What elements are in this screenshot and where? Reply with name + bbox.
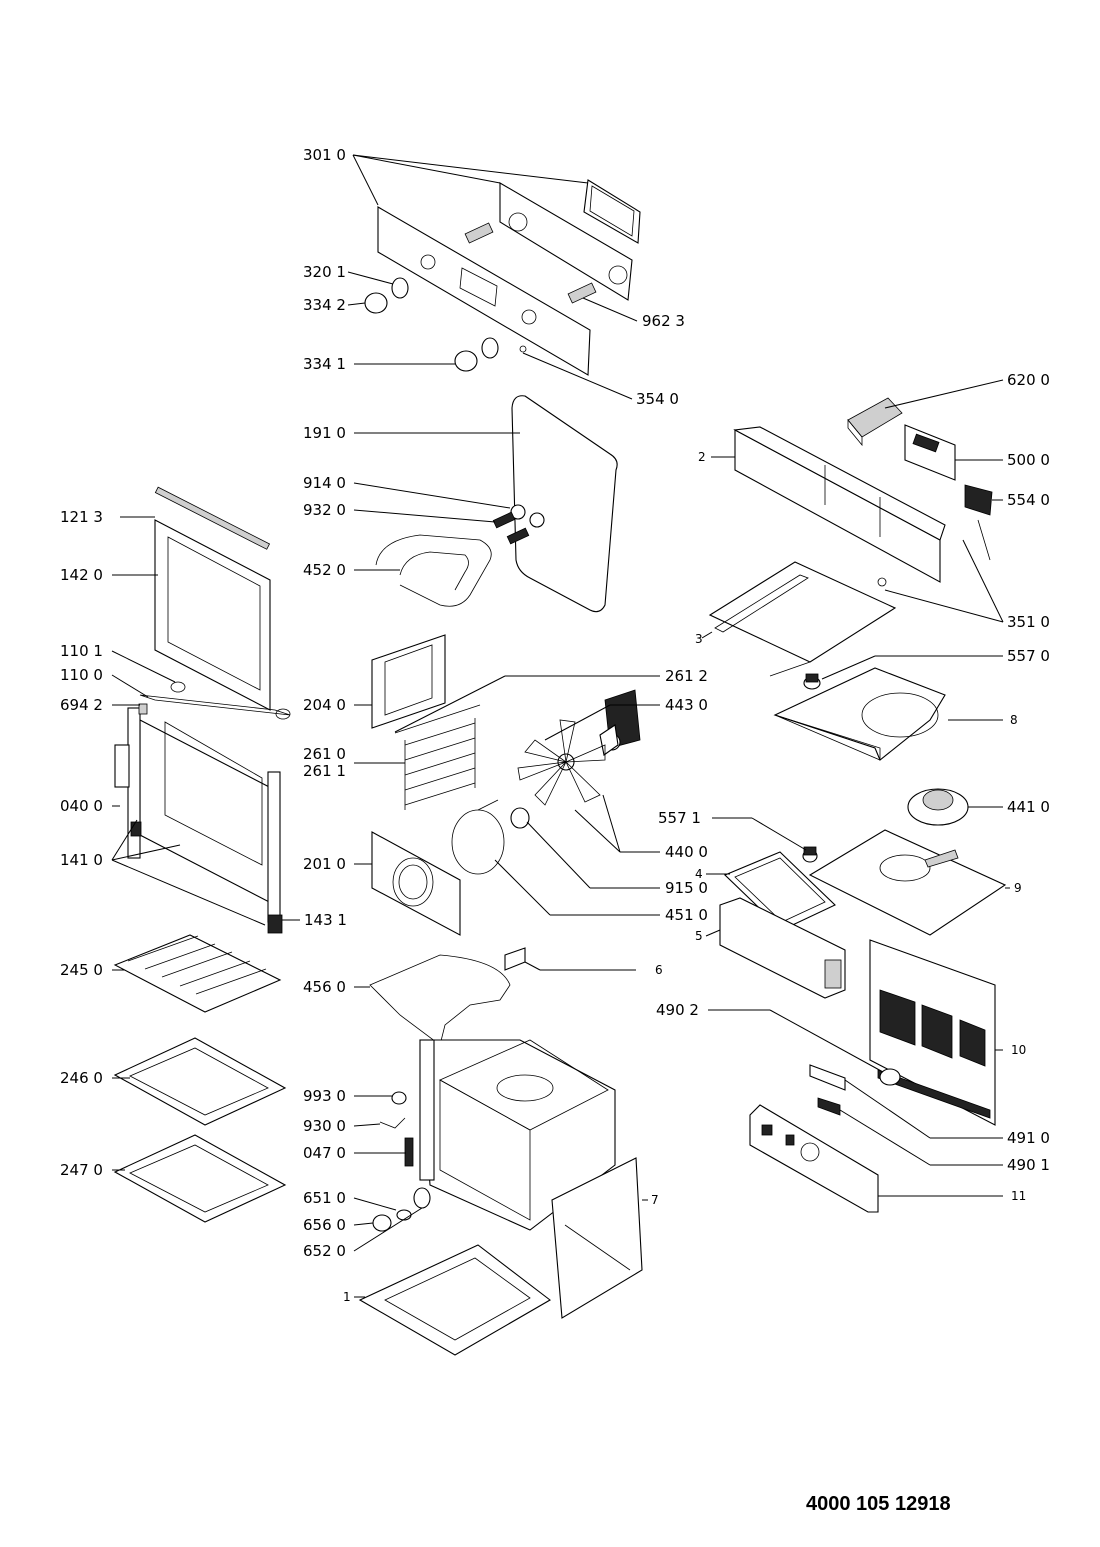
fan-nut-part: [510, 807, 530, 829]
callout-246-0: 246 0: [60, 1069, 103, 1087]
element-fixings-part: [492, 504, 545, 545]
wire-shelf-part: [113, 934, 282, 1013]
callout-11: 11: [1011, 1189, 1026, 1203]
switch-parts: [809, 1064, 901, 1116]
callout-191-0: 191 0: [303, 424, 346, 442]
bracket-part: [504, 947, 526, 971]
deep-tray-part: [113, 1134, 287, 1223]
back-plate-part: [808, 829, 1007, 936]
duct-side-part: [719, 897, 846, 999]
callout-993-0: 993 0: [303, 1087, 346, 1105]
door-frame-part: [114, 681, 291, 934]
callout-110-0: 110 0: [60, 666, 103, 684]
circular-element-part: [451, 799, 505, 875]
callout-441-0: 441 0: [1007, 798, 1050, 816]
callout-3: 3: [695, 632, 703, 646]
grill-element-part: [375, 534, 492, 607]
callout-694-2: 694 2: [60, 696, 103, 714]
callout-301-0: 301 0: [303, 146, 346, 164]
callout-451-0: 451 0: [665, 906, 708, 924]
callout-554-0: 554 0: [1007, 491, 1050, 509]
control-panel-part: [377, 179, 641, 376]
relay-part: [964, 484, 993, 561]
callout-456-0: 456 0: [303, 978, 346, 996]
fan-blade-part: [517, 719, 606, 806]
callout-141-0: 141 0: [60, 851, 103, 869]
callout-962-3: 962 3: [642, 312, 685, 330]
callout-7: 7: [651, 1193, 659, 1207]
cavity-small-parts: [372, 1091, 431, 1232]
callout-10: 10: [1011, 1043, 1026, 1057]
side-runners-part: [404, 718, 476, 810]
callout-490-1: 490 1: [1007, 1156, 1050, 1174]
callout-440-0: 440 0: [665, 843, 708, 861]
terminal-block-part: [847, 397, 903, 447]
callout-143-1: 143 1: [304, 911, 347, 929]
callout-334-2: 334 2: [303, 296, 346, 314]
callout-121-3: 121 3: [60, 508, 103, 526]
callout-443-0: 443 0: [665, 696, 708, 714]
callout-490-2: 490 2: [656, 1001, 699, 1019]
callout-247-0: 247 0: [60, 1161, 103, 1179]
callout-652-0: 652 0: [303, 1242, 346, 1260]
knob-parts: [364, 277, 527, 372]
callout-620-0: 620 0: [1007, 371, 1050, 389]
callout-915-0: 915 0: [665, 879, 708, 897]
callout-452-0: 452 0: [303, 561, 346, 579]
oven-cavity-part: [419, 1039, 616, 1231]
callout-5: 5: [695, 929, 703, 943]
cooling-fan-part: [907, 788, 969, 826]
leader-lines: [111, 154, 1010, 1298]
callout-932-0: 932 0: [303, 501, 346, 519]
callout-320-1: 320 1: [303, 263, 346, 281]
fan-motor-part: [599, 689, 641, 756]
callout-9: 9: [1014, 881, 1022, 895]
cover-plate-part: [708, 561, 897, 677]
callout-557-1: 557 1: [658, 809, 701, 827]
electronics-console-part: [749, 1104, 879, 1213]
callout-334-1: 334 1: [303, 355, 346, 373]
callout-8: 8: [1010, 713, 1018, 727]
callout-930-0: 930 0: [303, 1117, 346, 1135]
callout-351-0: 351 0: [1007, 613, 1050, 631]
callout-110-1: 110 1: [60, 642, 103, 660]
callout-261-2: 261 2: [665, 667, 708, 685]
control-bracket-part: [733, 426, 946, 587]
bottom-element-part: [369, 954, 511, 1046]
callout-491-0: 491 0: [1007, 1129, 1050, 1147]
callout-201-0: 201 0: [303, 855, 346, 873]
callout-040-0: 040 0: [60, 797, 103, 815]
callout-914-0: 914 0: [303, 474, 346, 492]
callout-245-0: 245 0: [60, 961, 103, 979]
callout-651-0: 651 0: [303, 1189, 346, 1207]
side-panel-part: [551, 1157, 643, 1319]
rear-panel-part: [869, 939, 996, 1126]
callout-261-1: 261 1: [303, 762, 346, 780]
baking-tray-part: [113, 1037, 287, 1126]
callout-047-0: 047 0: [303, 1144, 346, 1162]
callout-354-0: 354 0: [636, 390, 679, 408]
callout-204-0: 204 0: [303, 696, 346, 714]
callout-557-0: 557 0: [1007, 647, 1050, 665]
fan-cover-part: [371, 831, 461, 936]
callout-2: 2: [698, 450, 706, 464]
fan-housing-part: [773, 667, 946, 761]
clock-module-part: [904, 424, 956, 481]
callout-labels: 301 0 320 1 334 2 962 3 334 1 354 0 620 …: [60, 146, 1050, 1304]
callout-261-0: 261 0: [303, 745, 346, 763]
door-seal-part: [511, 395, 618, 613]
callout-656-0: 656 0: [303, 1216, 346, 1234]
document-number: 4000 105 12918: [806, 1493, 951, 1515]
door-glass-part: [154, 486, 271, 711]
callout-6: 6: [655, 963, 663, 977]
thermostat-part: [802, 673, 821, 863]
callout-1: 1: [343, 1290, 351, 1304]
callout-4: 4: [695, 867, 703, 881]
base-plate-part: [358, 1244, 551, 1356]
callout-142-0: 142 0: [60, 566, 103, 584]
callout-500-0: 500 0: [1007, 451, 1050, 469]
rack-frame-part: [371, 634, 481, 734]
